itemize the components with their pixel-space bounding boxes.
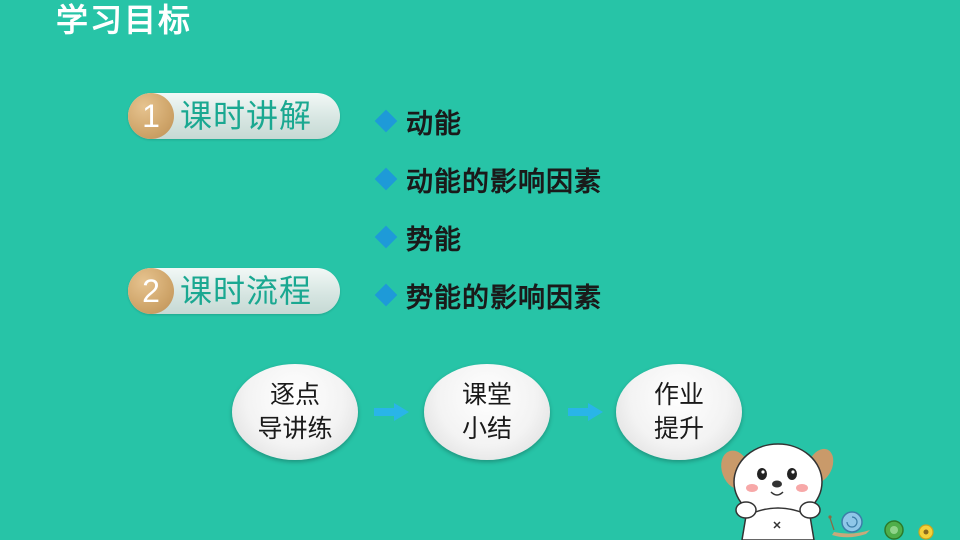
section-number-2: 2 bbox=[128, 268, 174, 314]
flow-step-line: 小结 bbox=[461, 414, 512, 443]
objective-text: 动能 bbox=[406, 108, 462, 140]
objective-item[interactable]: 势能 bbox=[374, 208, 602, 266]
section-1-badge[interactable]: 1 课时讲解 bbox=[128, 93, 340, 139]
page-title: 学习目标 bbox=[56, 1, 193, 39]
section-2-badge[interactable]: 2 课时流程 bbox=[128, 268, 340, 314]
arrow-right-icon bbox=[568, 403, 603, 421]
objective-text: 势能 bbox=[406, 224, 462, 256]
flow-step-line: 逐点 bbox=[269, 380, 320, 409]
objective-item[interactable]: 动能 bbox=[374, 92, 602, 150]
flow-step-homework[interactable]: 作业 提升 bbox=[616, 364, 742, 460]
diamond-icon bbox=[374, 167, 398, 191]
objective-item[interactable]: 势能的影响因素 bbox=[374, 266, 602, 324]
objective-text: 势能的影响因素 bbox=[406, 282, 602, 314]
objective-text: 动能的影响因素 bbox=[406, 166, 602, 198]
section-label-lecture: 课时讲解 bbox=[180, 97, 313, 135]
flow-step-summary[interactable]: 课堂 小结 bbox=[424, 364, 550, 460]
arrow-right-icon bbox=[374, 403, 409, 421]
cartoon-dog-icon bbox=[721, 443, 934, 540]
section-number-1: 1 bbox=[128, 93, 174, 139]
flow-step-line: 作业 bbox=[653, 380, 704, 409]
diamond-icon bbox=[374, 225, 398, 249]
flow-step-line: 导讲练 bbox=[257, 414, 333, 443]
diamond-icon bbox=[374, 109, 398, 133]
flow-step-line: 提升 bbox=[653, 414, 704, 443]
diamond-icon bbox=[374, 283, 398, 307]
objective-item[interactable]: 动能的影响因素 bbox=[374, 150, 602, 208]
flow-step-practice[interactable]: 逐点 导讲练 bbox=[232, 364, 358, 460]
flow-step-line: 课堂 bbox=[461, 380, 512, 409]
objective-list: 动能 动能的影响因素 势能 势能的影响因素 bbox=[374, 92, 602, 324]
section-label-flow: 课时流程 bbox=[180, 272, 313, 310]
